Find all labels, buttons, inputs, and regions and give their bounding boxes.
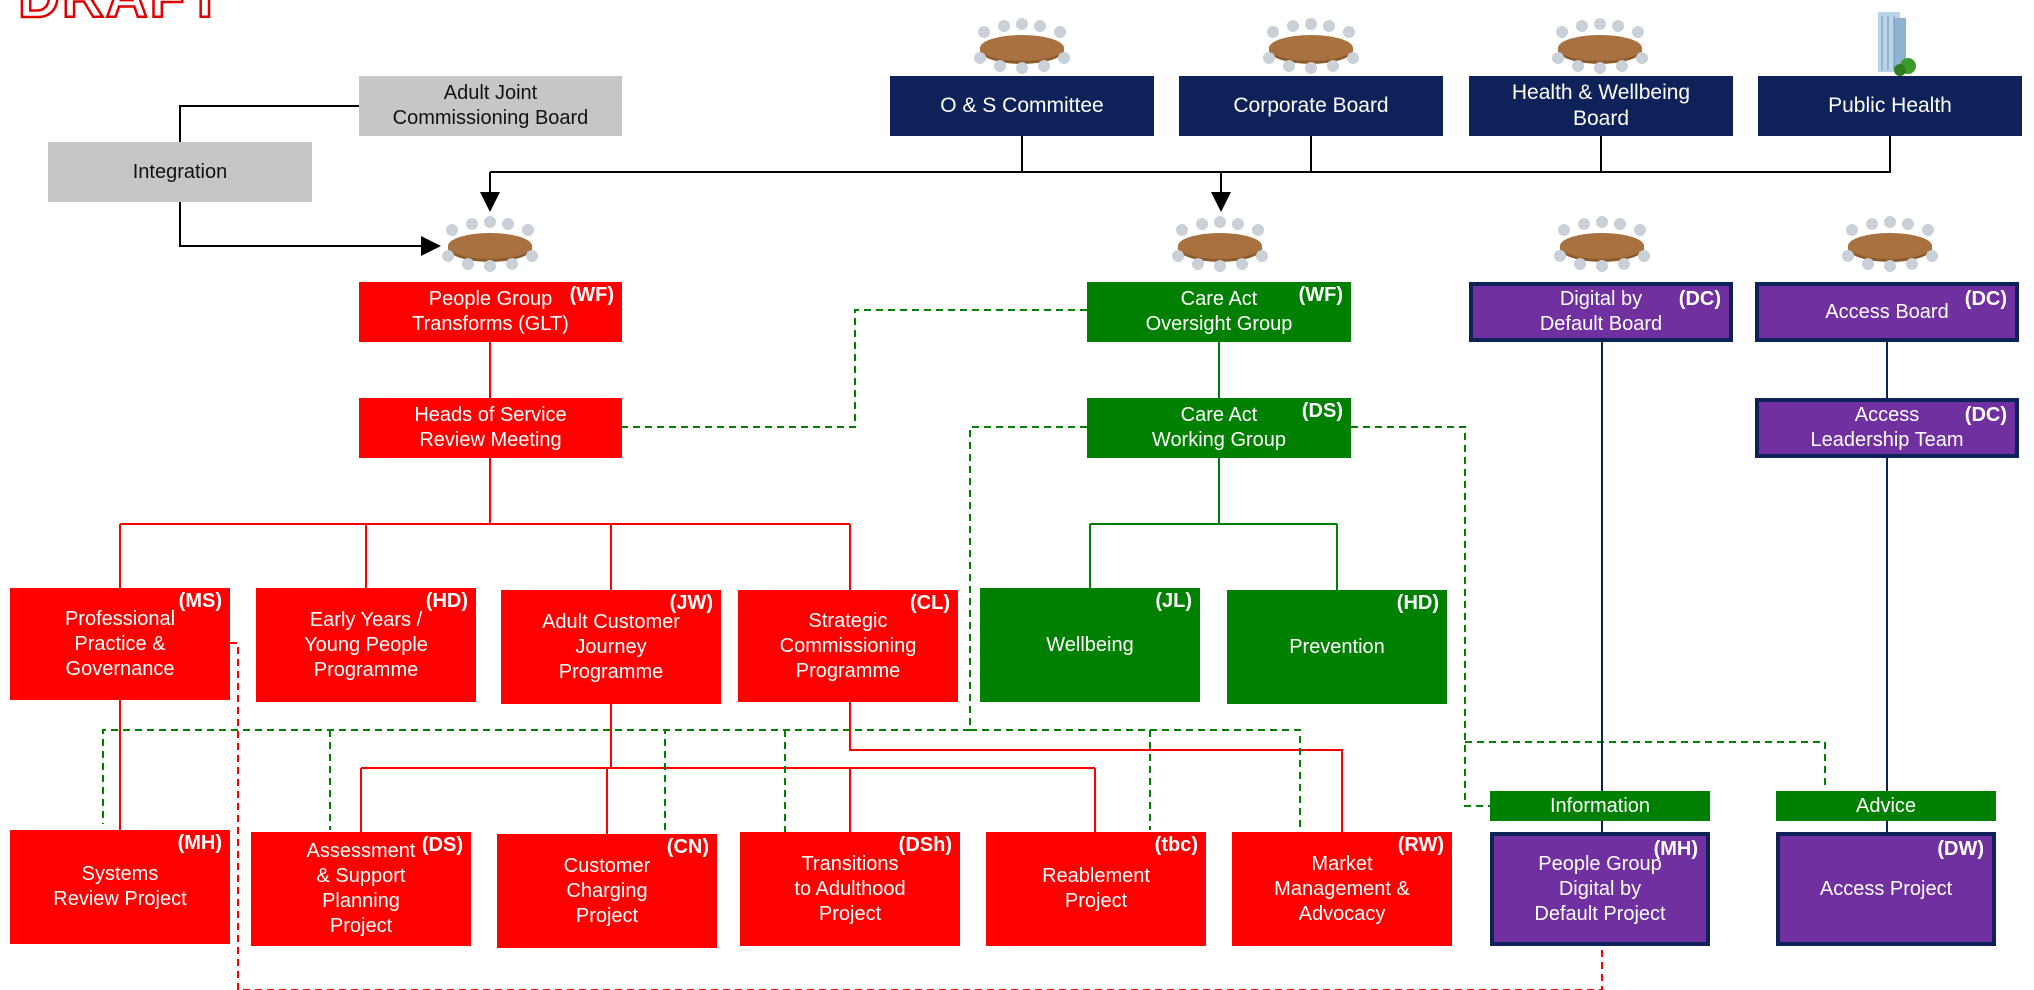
access-leadership-initials: (DC) [1964,404,2007,426]
access-board-label: Access Board [1825,300,1949,323]
programme-label: Professional Practice & Governance [64,607,176,680]
project-box: Customer Charging Project (CN) [497,834,717,948]
access-board-initials: (DC) [1964,288,2007,310]
heads-of-service-box: Heads of Service Review Meeting [359,398,622,458]
public-health-label: Public Health [1828,93,1952,117]
meeting-table-icon [442,216,538,272]
information-box: Information [1490,791,1710,821]
access-project-box: Access Project (DW) [1776,832,1996,946]
project-initials: (MH) [177,832,222,854]
project-label: Assessment & Support Planning Project [306,840,416,937]
care-act-working-initials: (DS) [1301,400,1343,422]
adult-joint-commissioning-board-label: Adult Joint Commissioning Board [392,82,589,129]
project-initials: (DS) [421,834,463,856]
digital-by-default-board-label: Digital by Default Board [1539,288,1663,335]
adult-joint-commissioning-board-box: Adult Joint Commissioning Board [359,76,622,136]
public-health-box: Public Health [1758,76,2022,136]
project-initials: (tbc) [1154,834,1198,856]
meeting-table-icon [1263,18,1359,74]
heads-of-service-label: Heads of Service Review Meeting [414,404,567,451]
meeting-table-icon [1842,216,1938,272]
wellbeing-label: Wellbeing [1046,633,1134,656]
red-dashed-link [230,642,1603,990]
meeting-table-icon [974,18,1070,74]
programme-initials: (HD) [425,590,468,612]
glt-initials: (WF) [569,284,614,306]
project-label: Customer Charging Project [563,854,651,927]
project-label: Market Management & Advocacy [1274,852,1410,925]
integration-box: Integration [48,142,312,202]
project-initials: (RW) [1397,834,1444,856]
project-box: Market Management & Advocacy(RW) [1232,832,1452,946]
digital-project-label: People Group Digital by Default Project [1534,852,1666,925]
governance-lines [179,105,1891,256]
access-leadership-box: Access Leadership Team(DC) [1755,398,2019,458]
project-initials: (CN) [666,836,709,858]
corporate-board-box: Corporate Board [1179,76,1443,136]
digital-project-box: People Group Digital by Default Project(… [1490,832,1710,946]
care-act-lines [1089,342,1338,590]
integration-label: Integration [132,160,228,183]
programme-label: Early Years / Young People Programme [304,608,428,681]
care-act-working-label: Care Act Working Group [1151,404,1287,451]
os-committee-box: O & S Committee [890,76,1154,136]
draft-watermark: DRAFT [17,0,225,31]
programme-box: Professional Practice & Governance(MS) [10,588,230,700]
programme-initials: (CL) [910,592,950,614]
programme-label: Adult Customer Journey Programme [542,610,680,683]
digital-by-default-board-initials: (DC) [1678,288,1721,310]
advice-box: Advice [1776,791,1996,821]
project-initials: (DSh) [898,834,952,856]
digital-access-lines [1601,342,1888,832]
information-label: Information [1549,794,1651,817]
os-committee-label: O & S Committee [940,93,1104,117]
project-box: Transitions to Adulthood Project(DSh) [740,832,960,946]
wellbeing-initials: (JL) [1155,590,1192,612]
health-wellbeing-board-box: Health & Wellbeing Board [1469,76,1733,136]
meeting-table-icon [1552,18,1648,74]
prevention-label: Prevention [1289,635,1385,658]
digital-by-default-board-box: Digital by Default Board (DC) [1469,282,1733,342]
access-leadership-label: Access Leadership Team [1810,404,1964,451]
project-box: Assessment & Support Planning Project(DS… [251,832,471,946]
access-board-box: Access Board (DC) [1755,282,2019,342]
programme-box: Strategic Commissioning Programme(CL) [738,590,958,702]
care-act-oversight-box: Care Act Oversight Group(WF) [1087,282,1351,342]
project-label: Systems Review Project [53,863,187,910]
care-act-oversight-label: Care Act Oversight Group [1145,288,1293,335]
advice-label: Advice [1855,794,1917,817]
project-box: Systems Review Project (MH) [10,830,230,944]
programme-box: Early Years / Young People Programme(HD) [256,588,476,702]
project-label: Transitions to Adulthood Project [794,852,906,925]
meeting-table-icon [1172,216,1268,272]
programme-initials: (JW) [669,592,713,614]
corporate-board-label: Corporate Board [1233,93,1389,117]
prevention-box: Prevention (HD) [1227,590,1447,704]
meeting-table-icon [1554,216,1650,272]
health-wellbeing-board-label: Health & Wellbeing Board [1511,80,1691,130]
access-project-initials: (DW) [1937,838,1984,860]
programme-initials: (MS) [178,590,222,612]
building-icon [1878,12,1916,76]
care-act-oversight-initials: (WF) [1298,284,1343,306]
people-stream-lines [119,342,1343,834]
project-box: Reablement Project(tbc) [986,832,1206,946]
wellbeing-box: Wellbeing (JL) [980,588,1200,702]
programme-box: Adult Customer Journey Programme(JW) [501,590,721,704]
green-dashed-links [102,309,1826,832]
digital-project-initials: (MH) [1653,838,1698,860]
glt-box: People Group Transforms (GLT)(WF) [359,282,622,342]
prevention-initials: (HD) [1396,592,1439,614]
glt-label: People Group Transforms (GLT) [412,288,569,335]
programme-label: Strategic Commissioning Programme [779,609,917,682]
care-act-working-box: Care Act Working Group (DS) [1087,398,1351,458]
access-project-label: Access Project [1819,877,1953,900]
project-label: Reablement Project [1042,865,1150,912]
